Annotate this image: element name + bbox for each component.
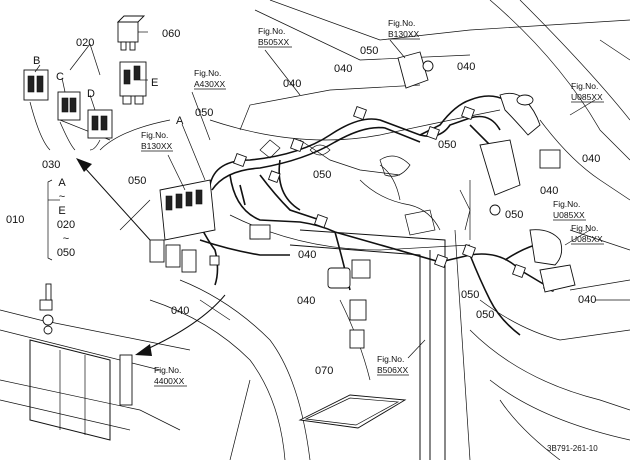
letter-e: E bbox=[151, 77, 158, 89]
callout-050-a: 050 bbox=[195, 107, 213, 119]
callout-labels: 020 060 030 050 050 050 050 050 050 050 … bbox=[6, 28, 600, 377]
letter-b: B bbox=[33, 55, 40, 67]
range-e: E bbox=[58, 205, 65, 217]
range-050: 050 bbox=[57, 247, 75, 259]
detail-arrows bbox=[76, 158, 226, 356]
fig-u085-c-line1: Fig.No. bbox=[571, 223, 598, 233]
fig-4400-line1: Fig.No. bbox=[154, 365, 181, 375]
fig-a430-line1: Fig.No. bbox=[194, 68, 221, 78]
callout-050-f: 050 bbox=[505, 209, 523, 221]
fig-b506-line2: B506XX bbox=[377, 365, 409, 375]
leader-lines bbox=[29, 31, 596, 359]
callout-050-h: 050 bbox=[476, 309, 494, 321]
range-tilde-2: ~ bbox=[63, 233, 69, 245]
fig-b130-top-line2: B130XX bbox=[388, 29, 420, 39]
range-label: A ~ E 020 ~ 050 bbox=[47, 177, 75, 261]
relay-060 bbox=[116, 15, 146, 51]
callout-010: 010 bbox=[6, 214, 24, 226]
callout-070: 070 bbox=[315, 365, 333, 377]
drawing-code: 3B791-261-10 bbox=[547, 444, 598, 453]
components-top-right bbox=[397, 51, 576, 293]
frame-bracket-detail bbox=[0, 283, 191, 441]
fig-b130-left-line2: B130XX bbox=[141, 141, 173, 151]
callout-050-g: 050 bbox=[461, 289, 479, 301]
callout-040-a: 040 bbox=[283, 78, 301, 90]
callout-050-c: 050 bbox=[360, 45, 378, 57]
callout-040-f: 040 bbox=[578, 294, 596, 306]
range-tilde-1: ~ bbox=[59, 191, 65, 203]
fig-u085-c-line2: U085XX bbox=[571, 234, 603, 244]
callout-040-e: 040 bbox=[540, 185, 558, 197]
fig-u085-a-line1: Fig.No. bbox=[571, 81, 598, 91]
callout-040-g: 040 bbox=[298, 249, 316, 261]
letter-c: C bbox=[56, 71, 64, 83]
fig-b130-left-line1: Fig.No. bbox=[141, 130, 168, 140]
callout-040-d: 040 bbox=[582, 153, 600, 165]
letter-d: D bbox=[87, 88, 95, 100]
fig-a430-line2: A430XX bbox=[194, 79, 226, 89]
callout-040-b: 040 bbox=[334, 63, 352, 75]
fig-u085-b-line1: Fig.No. bbox=[553, 199, 580, 209]
fig-u085-a-line2: U085XX bbox=[571, 92, 603, 102]
callout-050-e: 050 bbox=[438, 139, 456, 151]
holders-bcd bbox=[23, 69, 113, 139]
figure-references: Fig.No. B505XX Fig.No. B130XX Fig.No. A4… bbox=[141, 18, 604, 387]
fig-b505-line2: B505XX bbox=[258, 37, 290, 47]
fig-4400-line2: 4400XX bbox=[154, 376, 185, 386]
fig-u085-b-line2: U085XX bbox=[553, 210, 585, 220]
fig-b506-line1: Fig.No. bbox=[377, 354, 404, 364]
callout-020: 020 bbox=[76, 37, 94, 49]
callout-040-h: 040 bbox=[297, 295, 315, 307]
range-a: A bbox=[58, 177, 66, 189]
letter-labels: B C D E A bbox=[33, 55, 184, 127]
letter-a: A bbox=[176, 115, 184, 127]
floor-mat-070 bbox=[298, 394, 407, 429]
fig-b130-top-line1: Fig.No. bbox=[388, 18, 415, 28]
callout-040-c: 040 bbox=[457, 61, 475, 73]
callout-040-i: 040 bbox=[171, 305, 189, 317]
grille-slots bbox=[259, 139, 471, 236]
callout-050-b: 050 bbox=[128, 175, 146, 187]
wire-harness bbox=[189, 95, 546, 336]
range-020: 020 bbox=[57, 219, 75, 231]
fig-b505-line1: Fig.No. bbox=[258, 26, 285, 36]
callout-030: 030 bbox=[42, 159, 60, 171]
fuse-box-cluster bbox=[149, 179, 271, 273]
relay-socket-e bbox=[119, 61, 147, 105]
callout-060: 060 bbox=[162, 28, 180, 40]
connectors-middle bbox=[327, 259, 371, 349]
callout-050-d: 050 bbox=[313, 169, 331, 181]
